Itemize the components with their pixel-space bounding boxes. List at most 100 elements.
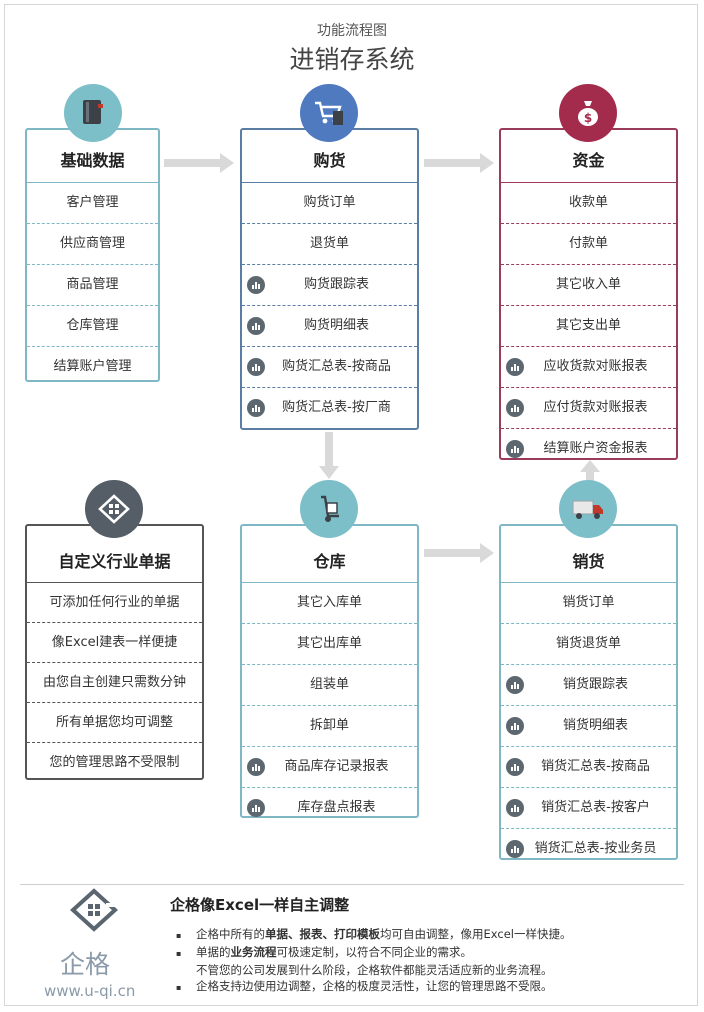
bar-chart-icon bbox=[506, 676, 524, 694]
box-title: 自定义行业单据 bbox=[27, 526, 202, 583]
bar-chart-icon bbox=[506, 840, 524, 858]
list-item[interactable]: 仓库管理 bbox=[27, 305, 158, 346]
list-item[interactable]: 购货订单 bbox=[242, 183, 417, 223]
list-item[interactable]: 销货汇总表-按商品 bbox=[501, 746, 676, 787]
list-item[interactable]: 所有单据您均可调整 bbox=[27, 702, 202, 742]
list-item[interactable]: 供应商管理 bbox=[27, 223, 158, 264]
list-item-label: 所有单据您均可调整 bbox=[55, 715, 173, 730]
list-item[interactable]: 可添加任何行业的单据 bbox=[27, 583, 202, 622]
list-item[interactable]: 由您自主创建只需数分钟 bbox=[27, 662, 202, 702]
feature-bullet: 不管您的公司发展到什么阶段，企格软件都能灵活适应新的业务流程。 bbox=[176, 962, 571, 978]
list-item[interactable]: 商品管理 bbox=[27, 264, 158, 305]
list-item[interactable]: 销货订单 bbox=[501, 583, 676, 623]
bar-chart-icon bbox=[506, 399, 524, 417]
list-item-label: 购货订单 bbox=[303, 195, 356, 210]
diagram-subtitle: 功能流程图 bbox=[317, 23, 387, 39]
bar-chart-icon bbox=[506, 758, 524, 776]
arrow-basic-to-purchase bbox=[164, 153, 234, 173]
row-list: 销货订单销货退货单销货跟踪表销货明细表销货汇总表-按商品销货汇总表-按客户销货汇… bbox=[501, 583, 676, 869]
list-item[interactable]: 销货明细表 bbox=[501, 705, 676, 746]
shopping-cart-icon bbox=[300, 84, 358, 142]
logo-name: 企格 bbox=[60, 950, 111, 979]
list-item-label: 其它支出单 bbox=[555, 318, 621, 333]
list-item-label: 销货汇总表-按商品 bbox=[541, 759, 650, 774]
list-item[interactable]: 结算账户资金报表 bbox=[501, 428, 676, 469]
list-item[interactable]: 组装单 bbox=[242, 664, 417, 705]
list-item-label: 销货退货单 bbox=[555, 636, 621, 651]
bar-chart-icon bbox=[247, 317, 265, 335]
list-item[interactable]: 库存盘点报表 bbox=[242, 787, 417, 828]
list-item-label: 其它入库单 bbox=[296, 595, 362, 610]
list-item[interactable]: 其它支出单 bbox=[501, 305, 676, 346]
list-item-label: 购货明细表 bbox=[303, 318, 369, 333]
list-item[interactable]: 像Excel建表一样便捷 bbox=[27, 622, 202, 662]
list-item-label: 退货单 bbox=[309, 236, 349, 251]
list-item-label: 供应商管理 bbox=[59, 236, 125, 251]
list-item[interactable]: 退货单 bbox=[242, 223, 417, 264]
list-item-label: 仓库管理 bbox=[66, 318, 119, 333]
list-item[interactable]: 购货汇总表-按商品 bbox=[242, 346, 417, 387]
list-item[interactable]: 客户管理 bbox=[27, 183, 158, 223]
list-item-label: 可添加任何行业的单据 bbox=[49, 595, 180, 610]
list-item[interactable]: 销货汇总表-按业务员 bbox=[501, 828, 676, 869]
list-item[interactable]: 商品库存记录报表 bbox=[242, 746, 417, 787]
list-item-label: 结算账户管理 bbox=[53, 359, 132, 374]
row-list: 可添加任何行业的单据像Excel建表一样便捷由您自主创建只需数分钟所有单据您均可… bbox=[27, 583, 202, 782]
list-item-label: 销货明细表 bbox=[562, 718, 628, 733]
bullet-marker: ▪ bbox=[176, 983, 182, 992]
list-item[interactable]: 购货汇总表-按厂商 bbox=[242, 387, 417, 428]
row-list: 收款单付款单其它收入单其它支出单应收货款对账报表应付货款对账报表结算账户资金报表 bbox=[501, 183, 676, 469]
box-basic-data: 基础数据 客户管理供应商管理商品管理仓库管理结算账户管理 bbox=[25, 128, 160, 382]
list-item[interactable]: 销货退货单 bbox=[501, 623, 676, 664]
list-item-label: 由您自主创建只需数分钟 bbox=[42, 675, 186, 690]
list-item-label: 组装单 bbox=[309, 677, 349, 692]
list-item[interactable]: 购货明细表 bbox=[242, 305, 417, 346]
footer-title: 企格像Excel一样自主调整 bbox=[170, 896, 350, 914]
list-item[interactable]: 购货跟踪表 bbox=[242, 264, 417, 305]
list-item-label: 销货汇总表-按客户 bbox=[541, 800, 650, 815]
bullet-text: 可极速定制，以符合不同企业的需求。 bbox=[276, 945, 473, 959]
list-item-label: 购货汇总表-按厂商 bbox=[282, 400, 391, 415]
bar-chart-icon bbox=[506, 358, 524, 376]
qige-logo-icon bbox=[85, 480, 143, 538]
box-sales: 销货 销货订单销货退货单销货跟踪表销货明细表销货汇总表-按商品销货汇总表-按客户… bbox=[499, 524, 678, 860]
list-item-label: 拆卸单 bbox=[309, 718, 349, 733]
feature-bullet: ▪企格支持边使用边调整，企格的极度灵活性，让您的管理思路不受限。 bbox=[176, 978, 571, 996]
list-item-label: 其它收入单 bbox=[555, 277, 621, 292]
list-item-label: 销货汇总表-按业务员 bbox=[534, 841, 657, 856]
feature-bullet: ▪企格中所有的单据、报表、打印模板均可自由调整，像用Excel一样快捷。 bbox=[176, 926, 571, 944]
bar-chart-icon bbox=[506, 799, 524, 817]
bullet-text: 企格中所有的 bbox=[196, 927, 265, 941]
list-item-label: 销货跟踪表 bbox=[562, 677, 628, 692]
list-item[interactable]: 您的管理思路不受限制 bbox=[27, 742, 202, 782]
list-item-label: 像Excel建表一样便捷 bbox=[51, 635, 178, 650]
list-item-label: 您的管理思路不受限制 bbox=[49, 755, 180, 770]
list-item-label: 收款单 bbox=[568, 195, 608, 210]
list-item[interactable]: 结算账户管理 bbox=[27, 346, 158, 387]
qige-logo-icon bbox=[70, 888, 118, 932]
feature-bullet: ▪单据的业务流程可极速定制，以符合不同企业的需求。 bbox=[176, 944, 571, 962]
money-bag-icon: $ bbox=[559, 84, 617, 142]
bar-chart-icon bbox=[506, 717, 524, 735]
list-item[interactable]: 拆卸单 bbox=[242, 705, 417, 746]
delivery-truck-icon bbox=[559, 480, 617, 538]
diagram-title: 进销存系统 bbox=[289, 45, 415, 74]
list-item[interactable]: 收款单 bbox=[501, 183, 676, 223]
arrow-sales-to-funds bbox=[580, 460, 600, 485]
list-item[interactable]: 销货跟踪表 bbox=[501, 664, 676, 705]
row-list: 购货订单退货单购货跟踪表购货明细表购货汇总表-按商品购货汇总表-按厂商 bbox=[242, 183, 417, 428]
arrow-purchase-to-funds bbox=[424, 153, 494, 173]
svg-text:$: $ bbox=[584, 111, 592, 125]
list-item[interactable]: 应收货款对账报表 bbox=[501, 346, 676, 387]
bar-chart-icon bbox=[247, 399, 265, 417]
list-item[interactable]: 其它出库单 bbox=[242, 623, 417, 664]
list-item[interactable]: 付款单 bbox=[501, 223, 676, 264]
box-funds: 资金 收款单付款单其它收入单其它支出单应收货款对账报表应付货款对账报表结算账户资… bbox=[499, 128, 678, 460]
row-list: 客户管理供应商管理商品管理仓库管理结算账户管理 bbox=[27, 183, 158, 387]
list-item[interactable]: 销货汇总表-按客户 bbox=[501, 787, 676, 828]
list-item[interactable]: 应付货款对账报表 bbox=[501, 387, 676, 428]
list-item-label: 其它出库单 bbox=[296, 636, 362, 651]
list-item[interactable]: 其它入库单 bbox=[242, 583, 417, 623]
bullet-marker: ▪ bbox=[176, 931, 182, 940]
list-item[interactable]: 其它收入单 bbox=[501, 264, 676, 305]
